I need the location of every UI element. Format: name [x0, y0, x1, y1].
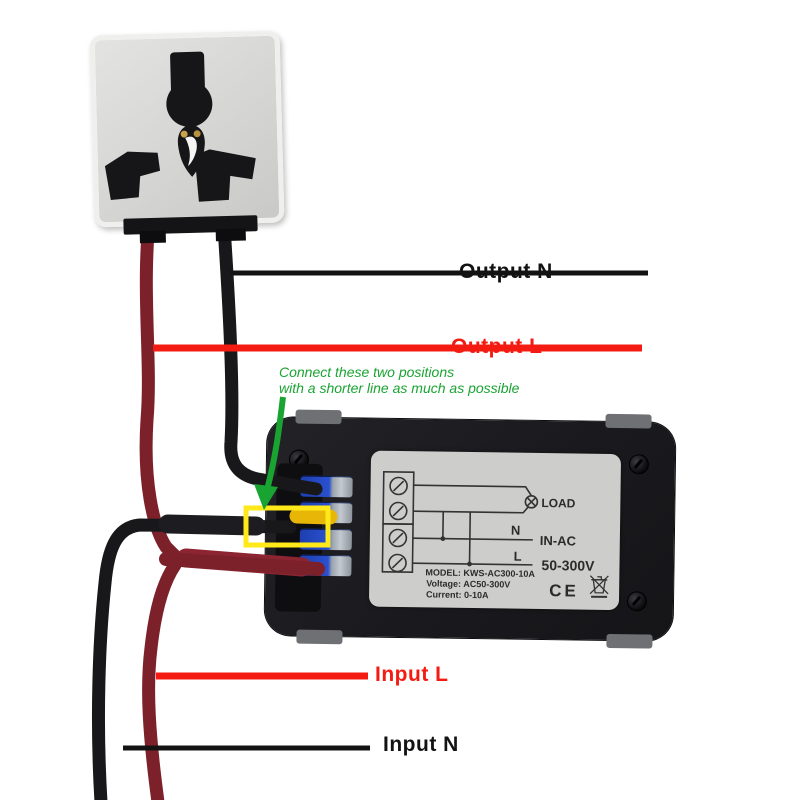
- weee-icon: [589, 575, 609, 598]
- voltage-range-label: 50-300V: [541, 557, 595, 574]
- terminal-screw-symbol: [388, 501, 408, 521]
- power-meter-module: LOAD N IN-AC L 50-300V MODEL: KWS-AC300-…: [264, 409, 676, 649]
- green-arrow-shaft: [264, 396, 286, 491]
- green-arrow-head: [254, 484, 278, 510]
- line-slot: [104, 151, 161, 201]
- wiring-schematic: LOAD N IN-AC L 50-300V MODEL: KWS-AC300-…: [381, 470, 609, 601]
- current-line: Current: 0-10A: [426, 589, 489, 600]
- jumper-wire: [289, 508, 338, 525]
- input-l-wire: [142, 558, 182, 800]
- neutral-label: N: [511, 523, 521, 538]
- load-label: LOAD: [541, 496, 576, 510]
- output-l-label: Output L: [451, 335, 543, 358]
- load-symbol-icon: [524, 495, 539, 509]
- output-n-wire: [216, 205, 323, 496]
- output-n-label: Output N: [459, 260, 553, 283]
- connection-note-line2: with a shorter line as much as possible: [279, 380, 520, 396]
- neutral-slot: [182, 149, 256, 202]
- universal-ac-socket: [89, 30, 285, 244]
- terminal-screw-symbol: [388, 528, 408, 548]
- yellow-highlight-box: [243, 505, 331, 548]
- socket-face: [104, 51, 256, 202]
- terminal-screw-symbol: [388, 553, 407, 573]
- voltage-line: Voltage: AC50-300V: [426, 578, 510, 589]
- live-junction-wire: [159, 552, 325, 576]
- input-n-wire: [91, 518, 297, 800]
- in-ac-label: IN-AC: [540, 533, 577, 549]
- earth-slot-round: [166, 80, 213, 127]
- input-l-label: Input L: [375, 663, 449, 686]
- live-label: L: [514, 549, 522, 564]
- ce-mark: CE: [549, 581, 579, 600]
- meter-label-plate: LOAD N IN-AC L 50-300V MODEL: KWS-AC300-…: [368, 450, 622, 611]
- connection-note-line1: Connect these two positions: [279, 364, 455, 380]
- input-n-label: Input N: [383, 733, 459, 756]
- model-line: MODEL: KWS-AC300-10A: [425, 567, 535, 579]
- terminal-screw-symbol: [389, 476, 408, 496]
- input-n-sleeve: [158, 514, 266, 536]
- connection-note: Connect these two positions with a short…: [279, 364, 519, 396]
